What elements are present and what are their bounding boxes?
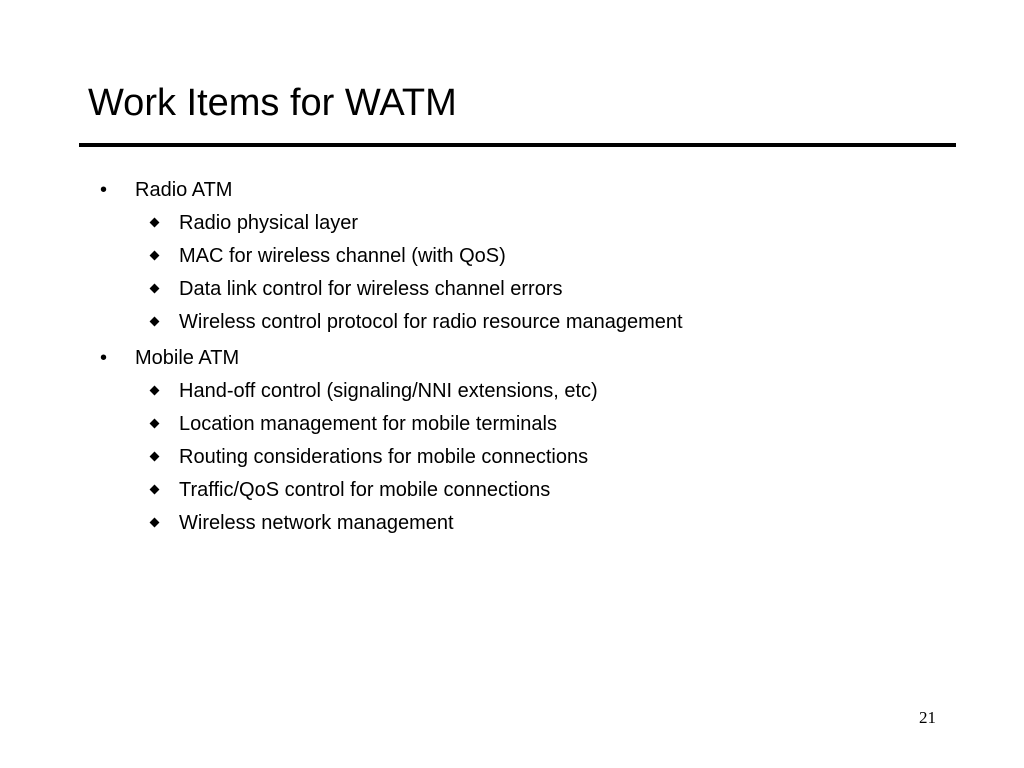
bullet-list: • Radio ATM Radio physical layer MAC for… [0,173,1024,542]
diamond-bullet-icon [149,385,160,396]
list-item: Routing considerations for mobile connec… [0,443,1024,476]
section-mobile-atm: • Mobile ATM [0,341,1024,377]
list-item-text: Traffic/QoS control for mobile connectio… [179,479,551,501]
list-item: MAC for wireless channel (with QoS) [0,242,1024,275]
list-item-text: Radio physical layer [179,212,358,234]
list-item-text: Wireless network management [179,512,454,534]
list-item: Hand-off control (signaling/NNI extensio… [0,377,1024,410]
list-item-text: Data link control for wireless channel e… [179,278,563,300]
list-item-text: Hand-off control (signaling/NNI extensio… [179,380,598,402]
diamond-bullet-icon [149,250,160,261]
list-item: Wireless network management [0,509,1024,542]
list-item: Traffic/QoS control for mobile connectio… [0,476,1024,509]
diamond-bullet-icon [149,217,160,228]
list-item-text: Wireless control protocol for radio reso… [179,311,683,333]
title-underline [79,143,956,147]
diamond-bullet-icon [149,283,160,294]
list-item-text: Routing considerations for mobile connec… [179,446,589,468]
list-item-text: MAC for wireless channel (with QoS) [179,245,506,267]
diamond-bullet-icon [149,484,160,495]
list-item: Data link control for wireless channel e… [0,275,1024,308]
diamond-bullet-icon [149,316,160,327]
diamond-bullet-icon [149,451,160,462]
section-label: Mobile ATM [135,347,240,369]
list-item-text: Location management for mobile terminals [179,413,557,435]
round-bullet-icon: • [100,179,108,201]
section-label: Radio ATM [135,179,233,201]
slide-title: Work Items for WATM [88,82,457,124]
list-item: Location management for mobile terminals [0,410,1024,443]
page-number: 21 [919,708,936,727]
diamond-bullet-icon [149,418,160,429]
diamond-bullet-icon [149,517,160,528]
list-item: Radio physical layer [0,209,1024,242]
list-item: Wireless control protocol for radio reso… [0,308,1024,341]
round-bullet-icon: • [100,347,108,369]
section-radio-atm: • Radio ATM [0,173,1024,209]
